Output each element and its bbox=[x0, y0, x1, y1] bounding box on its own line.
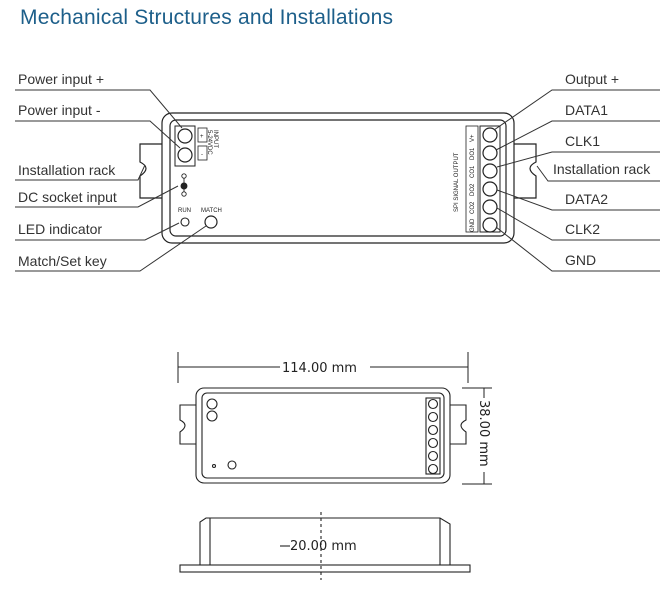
label-dc-socket-input: DC socket input bbox=[18, 189, 117, 205]
label-led-indicator: LED indicator bbox=[18, 221, 102, 237]
terminal-label-vplus: V+ bbox=[470, 134, 476, 142]
output-label: SPI SIGNAL OUTPUT bbox=[454, 152, 460, 212]
run-label: RUN bbox=[178, 208, 191, 214]
label-clk1: CLK1 bbox=[565, 133, 600, 149]
label-gnd: GND bbox=[565, 252, 596, 268]
dimension-width: 38.00 mm bbox=[476, 400, 491, 467]
label-clk2: CLK2 bbox=[565, 221, 600, 237]
label-match-set-key: Match/Set key bbox=[18, 253, 107, 269]
input-terminal-block: + - INPUT 5-24VDC bbox=[174, 125, 218, 167]
output-terminal-do1 bbox=[482, 145, 498, 161]
match-set-key[interactable] bbox=[204, 215, 218, 229]
label-power-input-minus: Power input - bbox=[18, 102, 101, 118]
terminal-label-do1: DO1 bbox=[470, 147, 476, 160]
right-mounting-ear bbox=[514, 143, 537, 199]
dc-socket-symbol bbox=[180, 173, 188, 197]
device-side-view bbox=[179, 512, 471, 580]
input-label: INPUT bbox=[212, 130, 218, 148]
left-mounting-ear bbox=[139, 143, 162, 199]
label-data2: DATA2 bbox=[565, 191, 608, 207]
power-minus-terminal bbox=[177, 147, 193, 163]
terminal-label-co1: CO1 bbox=[470, 165, 476, 178]
output-terminal-do2 bbox=[482, 181, 498, 197]
label-installation-rack-right: Installation rack bbox=[553, 161, 651, 177]
led-indicator bbox=[180, 217, 190, 227]
device-body-outer bbox=[161, 112, 515, 244]
terminal-label-gnd: GND bbox=[470, 218, 476, 232]
output-terminal-co2 bbox=[482, 199, 498, 215]
label-installation-rack-left: Installation rack bbox=[18, 162, 116, 178]
match-label: MATCH bbox=[201, 208, 222, 214]
label-data1: DATA1 bbox=[565, 102, 608, 118]
input-minus-mark: - bbox=[201, 152, 203, 158]
dimension-lines bbox=[177, 352, 492, 485]
output-terminal-gnd bbox=[482, 217, 498, 233]
terminal-label-co2: CO2 bbox=[470, 201, 476, 214]
right-callout-lines bbox=[493, 89, 660, 272]
input-plus-mark: + bbox=[200, 134, 204, 140]
label-power-input-plus: Power input + bbox=[18, 71, 104, 87]
label-output-plus: Output + bbox=[565, 71, 619, 87]
terminal-label-do2: DO2 bbox=[470, 183, 476, 196]
input-voltage-label: 5-24VDC bbox=[206, 130, 212, 155]
power-plus-terminal bbox=[177, 128, 193, 144]
dimension-length: 114.00 mm bbox=[282, 361, 357, 376]
output-terminal-vplus bbox=[482, 127, 498, 143]
device-dimension-view bbox=[179, 387, 467, 484]
page-title: Mechanical Structures and Installations bbox=[20, 6, 394, 29]
device-body-inner bbox=[169, 119, 507, 237]
output-terminal-co1 bbox=[482, 163, 498, 179]
dimension-height: 20.00 mm bbox=[290, 539, 357, 554]
left-callout-lines bbox=[15, 89, 207, 272]
device-top-view bbox=[139, 112, 537, 244]
